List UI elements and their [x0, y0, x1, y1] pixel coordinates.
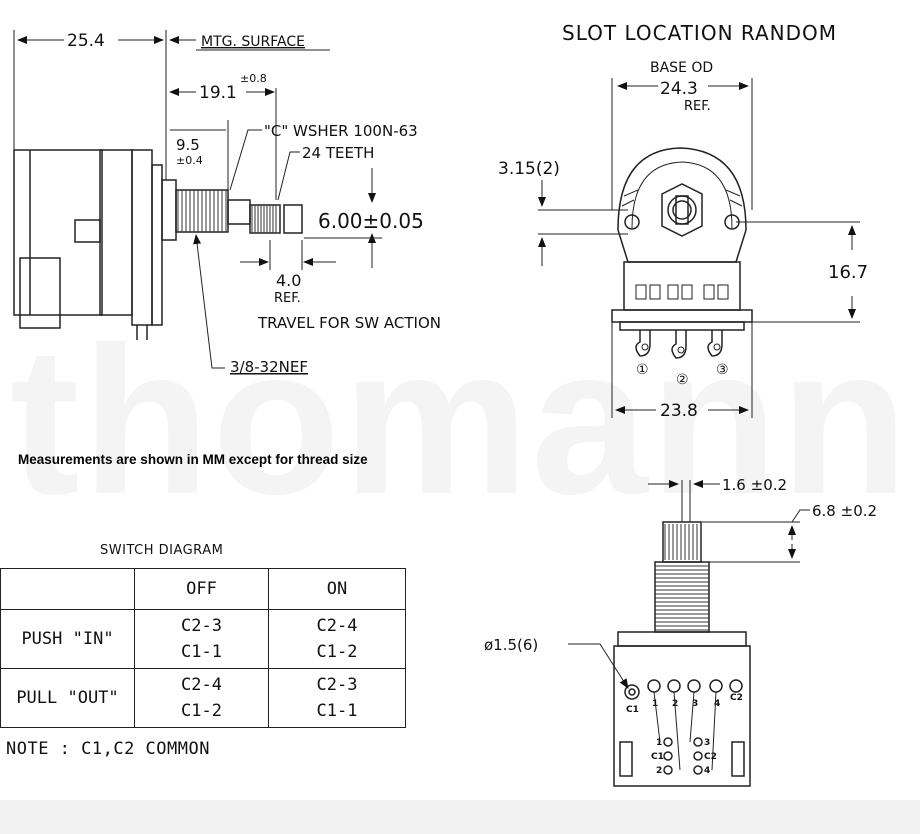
travel-note: TRAVEL FOR SW ACTION [257, 314, 441, 332]
header-on: ON [268, 568, 406, 610]
pin-3 [707, 330, 723, 357]
side-view [13, 30, 382, 369]
off-line: C2-3 [181, 616, 222, 636]
teeth-note: 24 TEETH [302, 144, 374, 162]
thread-spec: 3/8-32NEF [230, 358, 308, 376]
base-od-value: 24.3 [660, 79, 698, 99]
dim-height: 16.7 [828, 262, 868, 283]
bushing-nut [661, 183, 703, 237]
on-line: C2-3 [316, 675, 358, 695]
pin-1 [635, 330, 651, 357]
dim-bushing-tol: ±0.4 [176, 154, 203, 167]
switch-pin-labels: C1 1 2 3 4 C2 1 C1 2 3 C2 4 [626, 693, 743, 776]
travel-ref: REF. [274, 291, 301, 306]
contact-3: 3 [704, 738, 710, 748]
measurement-note: Measurements are shown in MM except for … [18, 452, 368, 467]
dim-shaft-tol: ±0.8 [240, 72, 267, 85]
pin-4: 4 [714, 699, 720, 709]
on-line: C1-1 [316, 701, 358, 721]
mount-hole-left [624, 214, 640, 230]
travel-value: 4.0 [276, 271, 301, 290]
switch-table-header: OFF ON [0, 568, 406, 610]
contact-c1: C1 [651, 752, 664, 762]
contact-2: 2 [656, 766, 662, 776]
slot-location-note: SLOT LOCATION RANDOM [562, 21, 837, 45]
knurled-shaft [249, 204, 281, 234]
pin-label-2: ② [676, 372, 689, 388]
pin-2: 2 [672, 699, 678, 709]
pin-3: 3 [692, 699, 698, 709]
pin-label-3: ③ [716, 362, 729, 378]
washer-note: "C" WSHER 100N-63 [264, 122, 418, 140]
contact-c2: C2 [704, 752, 717, 762]
pin-label-1: ① [636, 362, 649, 378]
pin-c2: C2 [730, 693, 743, 703]
hole-diameter: ø1.5(6) [484, 636, 538, 654]
dim-overall: 25.4 [67, 31, 105, 51]
watermark: thomann [9, 303, 911, 538]
switch-view [568, 480, 810, 787]
base-od-ref: REF. [684, 99, 711, 114]
common-note: NOTE : C1,C2 COMMON [6, 739, 210, 759]
row-label: PULL "OUT" [0, 668, 135, 728]
dim-width: 23.8 [660, 401, 698, 421]
contact-4: 4 [704, 766, 710, 776]
switch-housing [613, 645, 751, 787]
header-off: OFF [134, 568, 269, 610]
switch-diagram-title: SWITCH DIAGRAM [100, 543, 224, 558]
on-line: C1-2 [316, 642, 358, 662]
dim-shaft-slot: 1.6 ±0.2 [722, 476, 787, 494]
dim-shaft-depth: 6.8 ±0.2 [812, 502, 877, 520]
header-blank [0, 568, 135, 610]
footer-bar [0, 800, 920, 834]
pot-body [13, 149, 103, 316]
mtg-surface-label: MTG. SURFACE [201, 34, 305, 50]
pot-casing [617, 147, 747, 263]
dim-bushing: 9.5 [176, 136, 200, 154]
contact-1: 1 [656, 738, 662, 748]
off-line: C1-2 [181, 701, 222, 721]
off-line: C1-1 [181, 642, 222, 662]
shaft-diameter: 6.00±0.05 [318, 209, 424, 233]
dim-shaft: 19.1 [199, 83, 237, 103]
row-label: PUSH "IN" [0, 609, 135, 669]
front-view [538, 78, 860, 418]
pin-2 [671, 330, 687, 359]
on-line: C2-4 [316, 616, 358, 636]
base-od-label: BASE OD [650, 60, 713, 76]
off-line: C2-4 [181, 675, 222, 695]
pin-1: 1 [652, 699, 658, 709]
dim-slot-width: 3.15(2) [498, 159, 560, 179]
pin-c1: C1 [626, 705, 639, 715]
